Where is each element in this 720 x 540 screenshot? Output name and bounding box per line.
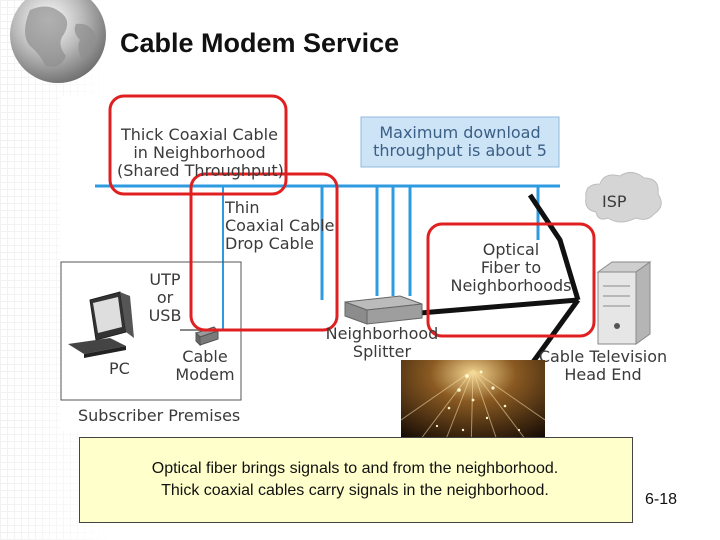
optical-fiber-label: Optical Fiber to Neighborhoods [450,240,572,295]
thin-coax-label: Thin Coaxial Cable Drop Cable [225,198,335,253]
cloud-icon [585,172,662,223]
thick-coax-label: Thick Coaxial Cable in Neighborhood (Sha… [117,125,284,180]
highlight-ring-fiber [426,222,596,338]
max-download-callout [360,116,560,168]
fiber-line [419,297,579,316]
isp-label: ISP [602,192,627,211]
subscriber-premises-label: Subscriber Premises [78,406,241,425]
highlight-ring-thick-coax [108,94,288,196]
page-number: 6-18 [645,491,678,508]
server-icon [596,261,652,345]
caption-line: Optical fiber brings signals to and from… [151,460,559,477]
pc-label: PC [109,359,130,378]
caption-box [79,437,633,523]
max-download-label: Maximum download throughput is about 5 [373,123,547,160]
highlight-ring-thin-coax [189,172,339,332]
fiber-line [527,193,581,301]
caption-text: Optical fiber brings signals to and from… [79,458,631,502]
slide-title: Cable Modem Service [120,28,400,58]
splitter-label: Neighborhood Splitter [325,324,439,361]
fiber-optics-photo [401,360,545,452]
computer-icon [68,291,134,358]
cable-modem-label: Cable Modem [175,347,235,384]
head-end-label: Cable Television Head End [538,347,668,384]
utp-usb-label: UTP or USB [148,270,182,325]
globe-icon [10,0,106,83]
splitter-icon [344,295,423,325]
caption-line: Thick coaxial cables carry signals in th… [161,482,549,499]
